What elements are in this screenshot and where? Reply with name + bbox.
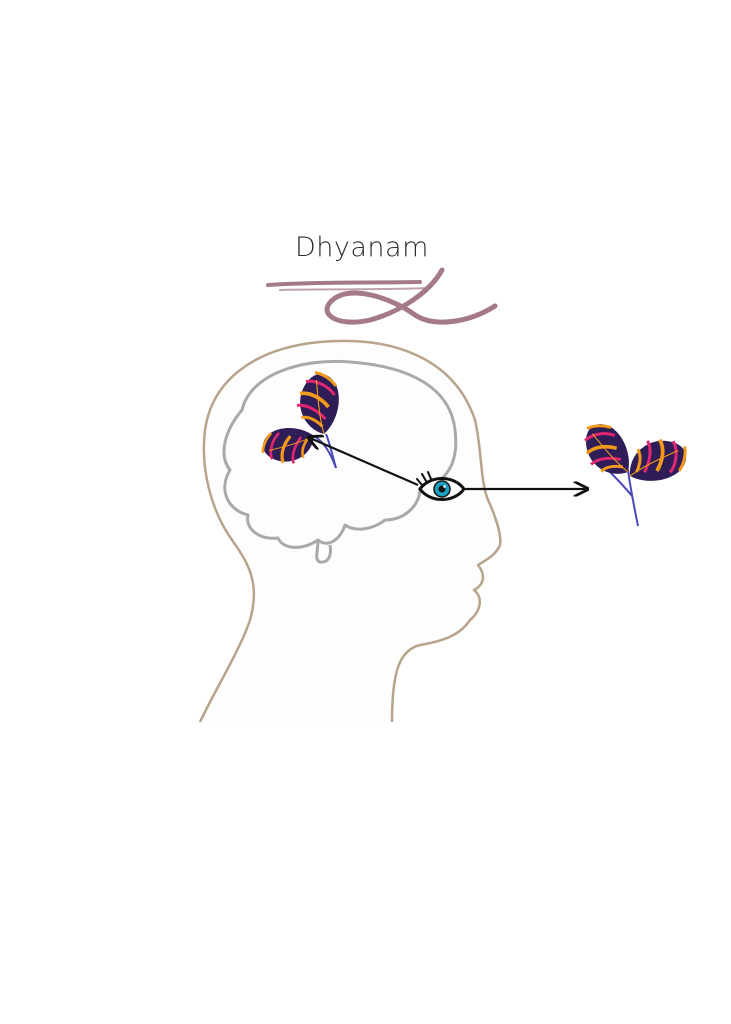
leaf-sprig-icon [571, 413, 695, 527]
brain-outline [222, 359, 458, 549]
eye-icon [416, 471, 466, 501]
diagram-title: Dhyanam [295, 232, 429, 263]
brain-stem [315, 539, 332, 564]
title-flourish [266, 267, 498, 325]
arrow-to-mind [310, 438, 419, 487]
